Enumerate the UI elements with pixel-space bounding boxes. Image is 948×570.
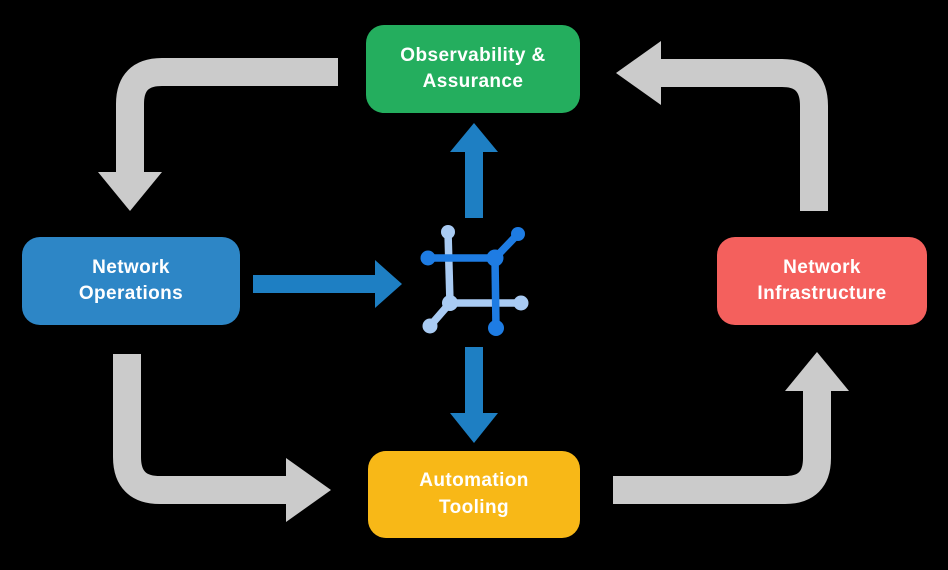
arrow-head-down-icon [98, 172, 162, 211]
arrow-bar [660, 59, 828, 211]
arrow-observability-to-network-operations [98, 58, 338, 211]
icon-node-dot [420, 250, 436, 266]
icon-node-dot [442, 295, 458, 311]
icon-node-dot [486, 249, 504, 267]
node-network-operations[interactable]: Network Operations [22, 237, 240, 325]
arrow-head-up-icon [785, 352, 849, 391]
arrow-head-left-icon [616, 41, 661, 105]
arrow-head-right-icon [286, 458, 331, 522]
node-label-line: Tooling [439, 496, 509, 518]
node-label-line: Operations [78, 283, 184, 304]
node-label-line: Infrastructure [757, 283, 887, 304]
arrow-network-operations-to-automation-tooling [113, 354, 331, 522]
arrow-head-down-icon [450, 413, 498, 443]
icon-node-dot [513, 295, 529, 311]
node-label-line: Network [783, 256, 861, 278]
node-label-line: Observability & [400, 44, 546, 66]
arrow-bar [113, 354, 287, 504]
arrow-head-up-icon [450, 123, 498, 152]
icon-dark-part [428, 231, 521, 329]
node-automation-tooling[interactable]: Automation Tooling [368, 451, 580, 538]
node-label-line: Network [92, 256, 170, 278]
icon-node-dot [511, 227, 525, 241]
node-observability-assurance[interactable]: Observability & Assurance [366, 25, 580, 113]
icon-light-part [427, 231, 521, 329]
arrow-center-to-automation-tooling [450, 347, 498, 443]
arrow-head-right-icon [375, 260, 402, 308]
node-label-line: Assurance [422, 71, 524, 92]
arrow-network-operations-to-center [253, 260, 402, 308]
arrow-bar [613, 391, 831, 504]
icon-node-dot [488, 320, 504, 336]
arrow-automation-tooling-to-network-infrastructure [613, 352, 849, 504]
arrow-network-infrastructure-to-observability [616, 41, 828, 211]
arrow-bar [116, 58, 338, 173]
icon-node-dot [422, 318, 438, 334]
node-network-infrastructure[interactable]: Network Infrastructure [717, 237, 927, 325]
icon-node-dot [441, 225, 455, 239]
arrow-center-to-observability [450, 123, 498, 218]
node-label-line: Automation [419, 470, 529, 492]
network-automation-icon [420, 225, 529, 336]
